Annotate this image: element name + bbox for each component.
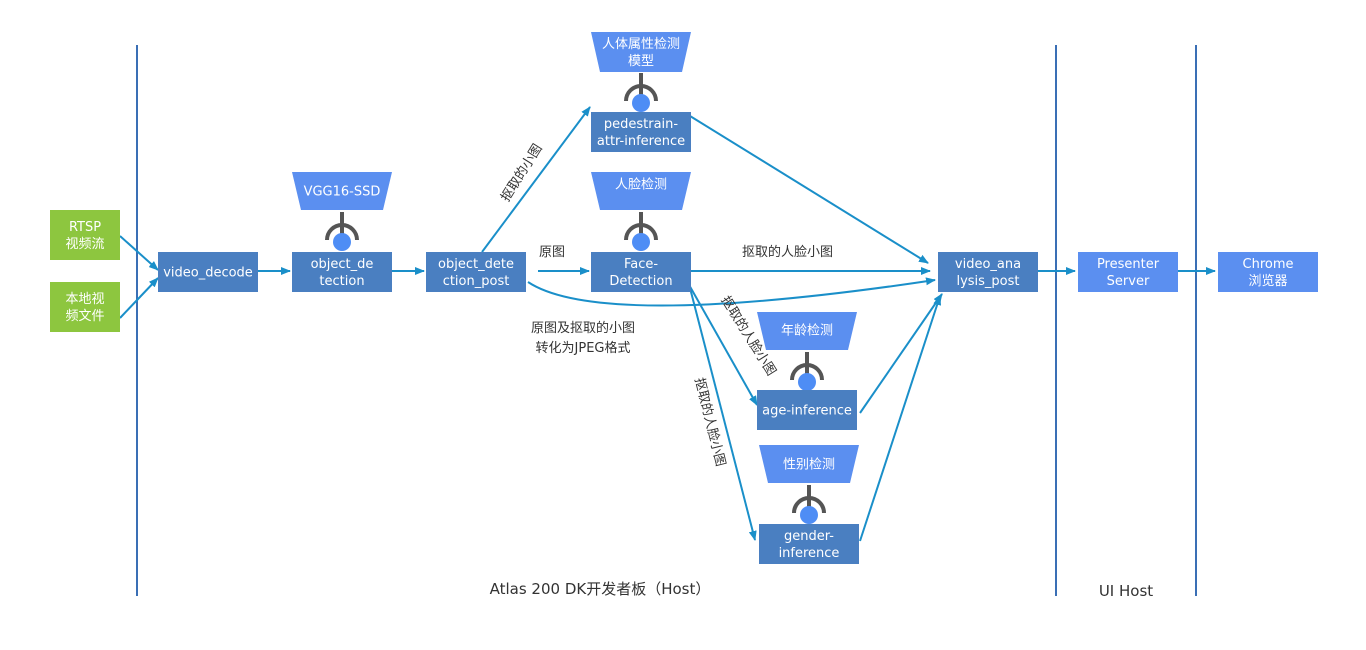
label-cropped-small: 抠取的小图	[498, 141, 546, 205]
box-label-line: RTSP	[69, 220, 101, 235]
input-local-file: 本地视频文件	[50, 282, 120, 332]
box-label-line: Chrome	[1243, 257, 1294, 272]
box-label-line: 视频流	[65, 237, 104, 252]
svg-text:VGG16-SSD: VGG16-SSD	[304, 185, 381, 200]
node-gender-inference: gender-inference	[759, 524, 859, 564]
svg-text:age-inference: age-inference	[762, 404, 852, 419]
edge-gender-analysis	[859, 295, 942, 542]
edge-post-pedestrian	[481, 106, 591, 253]
svg-text:gender-inference: gender-inference	[779, 529, 840, 561]
box-label-line: video_decode	[163, 266, 253, 281]
input-rtsp: RTSP 视频流	[50, 210, 120, 260]
connector-gender	[792, 485, 826, 524]
models: VGG16-SSD 人体属性检测模型 人脸检测 年龄检测 性别检测	[292, 32, 859, 483]
label-cropped-face-gender: 抠取的人脸小图	[691, 376, 729, 468]
host-label-ui: UI Host	[1099, 582, 1153, 600]
box-label-line: attr-inference	[597, 134, 685, 149]
svg-text:性别检测: 性别检测	[783, 458, 835, 473]
node-pedestrian-attr: pedestrain-attr-inference	[591, 112, 691, 152]
label-cropped-face-main: 抠取的人脸小图	[742, 244, 833, 260]
box-label-line: 人脸检测	[615, 178, 667, 193]
box-label-line: object_dete	[438, 257, 514, 272]
box-label-line: 性别检测	[783, 458, 835, 473]
box-label-line: inference	[779, 546, 840, 561]
edge-face-age	[687, 282, 758, 406]
box-label-line: 频文件	[65, 309, 104, 324]
node-video-analysis-post: video_ana lysis_post	[938, 252, 1038, 292]
node-age-inference: age-inference	[757, 390, 857, 430]
model-pedestrian: 人体属性检测模型	[591, 32, 691, 72]
inputs: RTSP 视频流 本地视频文件	[50, 210, 120, 332]
connector-vgg16	[325, 212, 359, 251]
model-vgg16-ssd: VGG16-SSD	[292, 172, 392, 210]
box-label-line: lysis_post	[956, 274, 1019, 289]
box-label-line: Detection	[609, 274, 672, 289]
svg-text:Face-Detection: Face- Detection	[609, 257, 672, 289]
box-label-line: tection	[319, 274, 364, 289]
box-label-line: Server	[1107, 274, 1150, 289]
node-video-decode: video_decode	[158, 252, 258, 292]
box-label-line: gender-	[784, 529, 834, 544]
model-gender: 性别检测	[759, 445, 859, 483]
node-object-detection-post: object_dete ction_post	[426, 252, 526, 292]
node-face-detection: Face- Detection	[591, 252, 691, 292]
edges	[119, 106, 1216, 542]
box-label-line: 浏览器	[1248, 273, 1287, 289]
box-label-line: age-inference	[762, 404, 852, 419]
edge-pedestrian-analysis	[689, 115, 929, 264]
edge-face-gender	[689, 287, 757, 541]
svg-text:video_decode: video_decode	[163, 266, 253, 281]
connector-pedestrian	[624, 73, 658, 112]
label-convert-line1: 原图及抠取的小图	[531, 320, 635, 336]
box-label-line: 模型	[628, 54, 654, 69]
label-original: 原图	[539, 245, 565, 260]
label-convert-line2: 转化为JPEG格式	[536, 340, 631, 356]
svg-text:人体属性检测模型: 人体属性检测模型	[602, 37, 680, 69]
box-label-line: Presenter	[1097, 257, 1160, 272]
box-label-line: ction_post	[443, 274, 510, 289]
box-label-line: 人体属性检测	[602, 37, 680, 52]
box-label-line: VGG16-SSD	[304, 185, 381, 200]
model-face: 人脸检测	[591, 172, 691, 210]
host-label-atlas: Atlas 200 DK开发者板（Host）	[490, 580, 711, 598]
edge-rtsp-decode	[119, 235, 159, 271]
model-age: 年龄检测	[757, 312, 857, 350]
connector-face	[624, 212, 658, 251]
box-label-line: Face-	[624, 257, 658, 272]
model-connectors	[325, 73, 826, 524]
svg-text:本地视频文件: 本地视频文件	[65, 292, 104, 324]
svg-text:人脸检测: 人脸检测	[615, 178, 667, 193]
box-label-line: 本地视	[65, 292, 104, 307]
svg-text:pedestrain-attr-inference: pedestrain-attr-inference	[597, 117, 685, 149]
edge-file-decode	[119, 277, 159, 319]
box-label-line: pedestrain-	[604, 117, 679, 132]
box-label-line: video_ana	[955, 257, 1021, 272]
svg-text:年龄检测: 年龄检测	[781, 324, 833, 339]
box-label-line: 年龄检测	[781, 324, 833, 339]
connector-age	[790, 352, 824, 391]
edge-age-analysis	[859, 293, 943, 414]
box-label-line: object_de	[311, 257, 374, 272]
edge-post-analysis-jpeg	[527, 277, 936, 307]
